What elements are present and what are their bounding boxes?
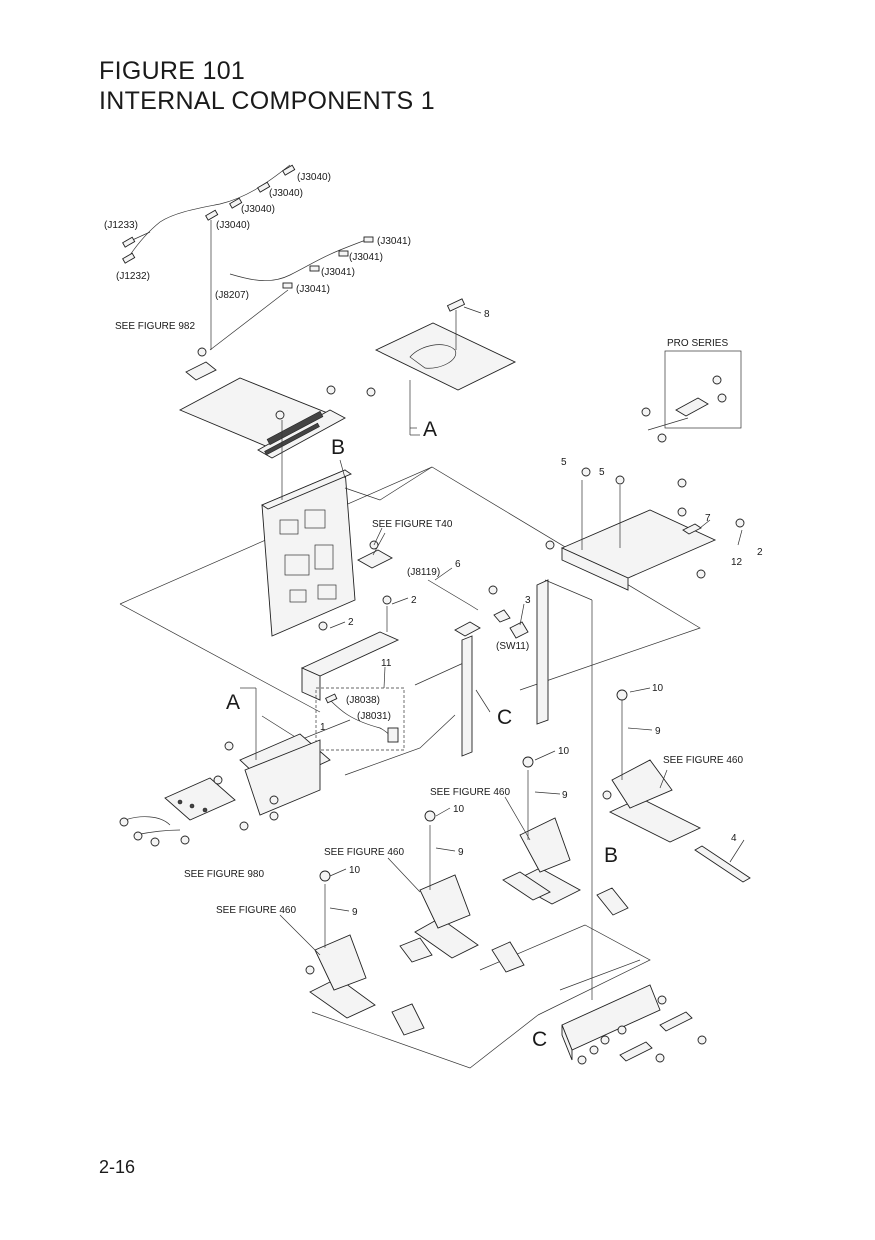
connector-sw11: (SW11) (496, 641, 529, 652)
callout-2-center: 2 (411, 595, 417, 606)
callout-5-right: 5 (599, 467, 605, 478)
t40-board (357, 532, 393, 569)
connector-j3040-a: (J3040) (297, 172, 331, 183)
figure-title: INTERNAL COMPONENTS 1 (99, 87, 435, 115)
ref-figure-460-c: SEE FIGURE 460 (324, 847, 404, 858)
right-top-rail (545, 407, 745, 591)
connector-j8119: (J8119) (407, 567, 440, 578)
callout-6: 6 (455, 559, 461, 570)
letter-a-top: A (423, 418, 437, 441)
connector-j8031: (J8031) (357, 711, 391, 722)
connector-j1232: (J1232) (116, 271, 150, 282)
letter-a-lower: A (226, 691, 240, 714)
callout-3: 3 (525, 595, 531, 606)
connector-j3040-b: (J3040) (269, 188, 303, 199)
connector-j3041-d: (J3041) (296, 284, 330, 295)
tray-assemblies (305, 689, 751, 1036)
wire-harness-top (122, 164, 374, 351)
callout-2-right: 2 (757, 547, 763, 558)
pro-series-box (647, 350, 742, 431)
callout-10-c: 10 (453, 804, 465, 815)
ref-figure-460-d: SEE FIGURE 460 (216, 905, 296, 916)
callout-8: 8 (484, 309, 490, 320)
center-rails (427, 579, 593, 1000)
upper-left-bracket (178, 347, 346, 459)
connector-j8038: (J8038) (346, 695, 380, 706)
callout-10-d: 10 (349, 865, 361, 876)
leader-lines (279, 306, 745, 956)
ref-pro-series: PRO SERIES (667, 338, 728, 349)
center-bracket (300, 595, 400, 701)
connector-j3041-c: (J3041) (321, 267, 355, 278)
ref-figure-t40: SEE FIGURE T40 (372, 519, 453, 530)
callout-10-a: 10 (652, 683, 664, 694)
ref-figure-982: SEE FIGURE 982 (115, 321, 195, 332)
page-number: 2-16 (99, 1157, 136, 1177)
callout-9-c: 9 (458, 847, 464, 858)
callout-10-b: 10 (558, 746, 570, 757)
connector-j1233: (J1233) (104, 220, 138, 231)
harness-detail-box (315, 687, 405, 751)
connector-j8207: (J8207) (215, 290, 249, 301)
letter-b-lower: B (604, 844, 618, 867)
letter-c-center: C (497, 706, 512, 729)
callout-4: 4 (731, 833, 737, 844)
callout-5-left: 5 (561, 457, 567, 468)
callout-9-d: 9 (352, 907, 358, 918)
connector-j3040-d: (J3040) (216, 220, 250, 231)
connector-j3041-b: (J3041) (349, 252, 383, 263)
callout-9-b: 9 (562, 790, 568, 801)
connector-j3041-a: (J3041) (377, 236, 411, 247)
letter-b-top: B (331, 436, 345, 459)
ref-figure-460-a: SEE FIGURE 460 (663, 755, 743, 766)
callout-7: 7 (705, 513, 711, 524)
callout-9-a: 9 (655, 726, 661, 737)
connector-j3040-c: (J3040) (241, 204, 275, 215)
callout-12: 12 (731, 557, 743, 568)
top-cover (366, 298, 517, 436)
figure-number: FIGURE 101 (99, 57, 246, 85)
ref-figure-460-b: SEE FIGURE 460 (430, 787, 510, 798)
letter-c-lower: C (532, 1028, 547, 1051)
callout-11: 11 (381, 658, 392, 669)
callout-1: 1 (320, 722, 326, 733)
diagram-labels: (J3040) (J3040) (J3040) (J3040) (J1233) … (104, 172, 763, 1051)
ref-figure-980: SEE FIGURE 980 (184, 869, 264, 880)
lower-left-frame (119, 687, 331, 847)
main-board (261, 420, 433, 637)
lower-right-panel (561, 984, 707, 1065)
callout-2-lower: 2 (348, 617, 354, 628)
